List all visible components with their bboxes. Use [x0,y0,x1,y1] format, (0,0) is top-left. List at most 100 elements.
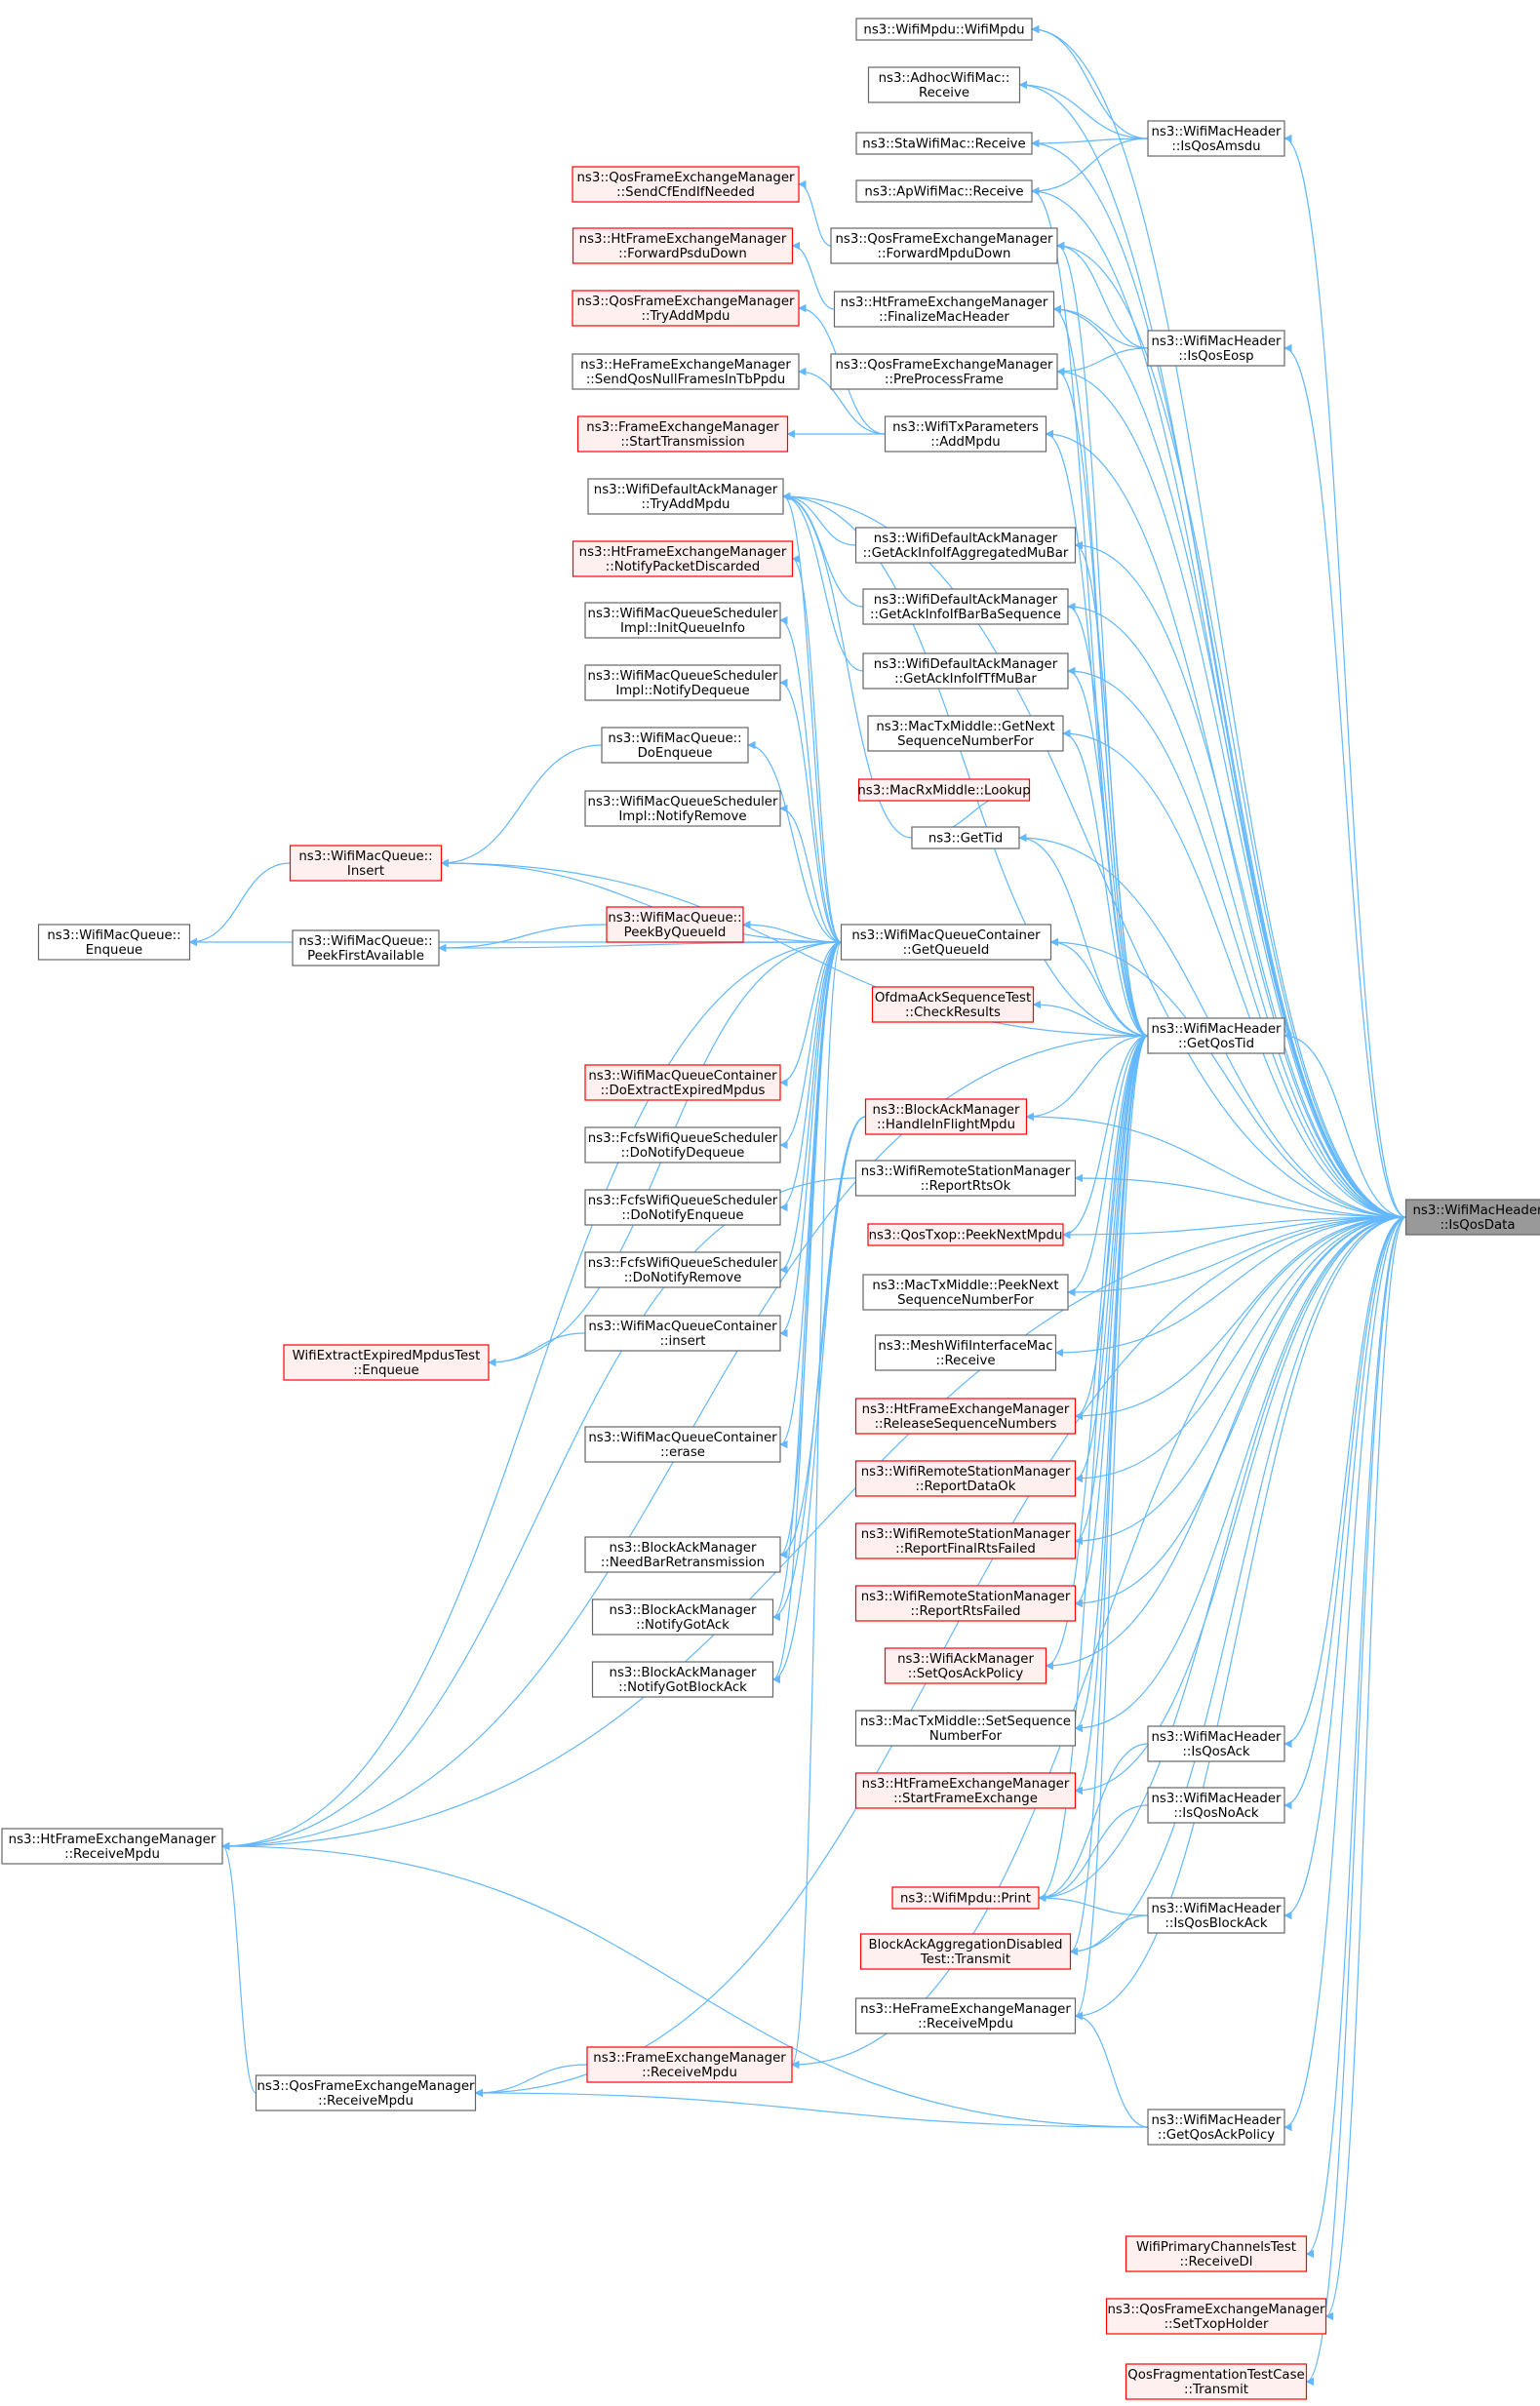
graph-node[interactable]: ns3::WifiMacQueueContainer::insert [584,1315,781,1352]
graph-node[interactable]: ns3::HtFrameExchangeManager::ReceiveMpdu [1,1828,223,1865]
node-label: ::IsQosAck [1182,1745,1250,1759]
graph-node[interactable]: ns3::MeshWifiInterfaceMac::Receive [874,1334,1057,1371]
graph-node[interactable]: ns3::WifiDefaultAckManager::GetAckInfoIf… [862,588,1069,625]
edge-n54-n29 [221,941,842,1851]
graph-node[interactable]: ns3::WifiMacQueueContainer::DoExtractExp… [584,1064,781,1101]
node-label: ns3::WifiRemoteStationManager [861,1527,1071,1542]
graph-node[interactable]: ns3::WifiMacQueueContainer::erase [584,1426,781,1463]
graph-node[interactable]: ns3::WifiMacHeader::IsQosBlockAck [1147,1897,1285,1934]
graph-node[interactable]: ns3::HtFrameExchangeManager::ForwardPsdu… [572,227,794,264]
graph-node[interactable]: ns3::WifiMacQueueSchedulerImpl::InitQueu… [584,602,781,639]
edge-n21-n63 [1062,729,1406,1218]
node-box [1147,1787,1285,1824]
edge-n46-n63 [1074,1216,1406,1546]
node-label: ns3::AdhocWifiMac:: [879,71,1010,86]
node-label: ns3::WifiMacQueueScheduler [588,607,778,621]
graph-node[interactable]: ns3::WifiMacHeader::GetQosTid [1147,1017,1285,1054]
graph-node[interactable]: ns3::QosFrameExchangeManager::ReceiveMpd… [255,2074,477,2111]
graph-node[interactable]: ns3::WifiAckManager::SetQosAckPolicy [884,1647,1047,1684]
edge-n11-n63 [1056,367,1406,1218]
graph-node[interactable]: ns3::WifiMacQueue::DoEnqueue [601,727,749,764]
edge-n14-n15 [782,492,856,546]
graph-node[interactable]: ns3::FrameExchangeManager::StartTransmis… [576,415,789,453]
graph-node[interactable]: ns3::WifiMacHeader::IsQosAmsdu [1147,120,1285,157]
graph-node[interactable]: WifiPrimaryChannelsTest::ReceiveDl [1125,2235,1308,2272]
graph-node[interactable]: ns3::BlockAckManager::HandleInFlightMpdu [864,1098,1028,1135]
graph-node[interactable]: ns3::QosFrameExchangeManager::ForwardMpd… [830,227,1058,264]
graph-node[interactable]: ns3::WifiDefaultAckManager::GetAckInfoIf… [862,652,1069,690]
graph-node[interactable]: ns3::MacTxMiddle::GetNextSequenceNumberF… [867,715,1064,752]
graph-node[interactable]: ns3::WifiRemoteStationManager::ReportRts… [854,1160,1077,1197]
node-box [854,527,1077,564]
graph-node[interactable]: ns3::ApWifiMac::Receive [855,179,1033,203]
edge-n9-n63 [1052,304,1406,1218]
graph-node[interactable]: ns3::HtFrameExchangeManager::ReleaseSequ… [854,1398,1077,1435]
graph-node[interactable]: ns3::WifiMacQueueSchedulerImpl::NotifyDe… [584,664,781,701]
node-label: ::Enqueue [353,1363,418,1378]
graph-node[interactable]: ns3::MacRxMiddle::Lookup [857,778,1031,802]
graph-node[interactable]: ns3::WifiMacQueueSchedulerImpl::NotifyRe… [584,790,781,827]
edge-n35-n63 [1074,1173,1406,1218]
graph-node[interactable]: ns3::StaWifiMac::Receive [855,132,1033,155]
node-label: ::IsQosNoAck [1173,1806,1259,1821]
graph-node[interactable]: BlockAckAggregationDisabledTest::Transmi… [859,1933,1072,1970]
graph-node[interactable]: ns3::QosFrameExchangeManager::TryAddMpdu [572,290,800,327]
node-label: ns3::WifiMacHeader [1151,1022,1282,1037]
graph-node[interactable]: ns3::QosFrameExchangeManager::SendCfEndI… [572,166,800,203]
graph-node[interactable]: ns3::WifiRemoteStationManager::ReportFin… [854,1522,1077,1559]
graph-node[interactable]: ns3::WifiMacHeader::IsQosAck [1147,1725,1285,1762]
graph-node[interactable]: ns3::HtFrameExchangeManager::NotifyPacke… [572,540,794,577]
node-label: ns3::WifiMacQueue:: [608,911,741,926]
node-box [584,1064,781,1101]
graph-node[interactable]: ns3::BlockAckManager::NotifyGotAck [591,1598,774,1636]
graph-node[interactable]: ns3::WifiMacQueue::Enqueue [37,924,191,961]
graph-node[interactable]: ns3::AdhocWifiMac::Receive [867,66,1021,103]
graph-node[interactable]: ns3::FcfsWifiQueueScheduler::DoNotifyDeq… [584,1126,781,1164]
focus-node[interactable]: ns3::WifiMacHeader::IsQosData [1404,1199,1540,1236]
node-label: ::SetQosAckPolicy [908,1667,1024,1681]
graph-node[interactable]: ns3::WifiMacQueue::Insert [289,845,443,882]
graph-node[interactable]: ns3::WifiMacHeader::IsQosEosp [1147,330,1285,367]
graph-node[interactable]: ns3::WifiMpdu::Print [891,1886,1040,1910]
node-box [1147,330,1285,367]
graph-node[interactable]: ns3::BlockAckManager::NotifyGotBlockAck [591,1661,774,1698]
graph-node[interactable]: WifiExtractExpiredMpdusTest::Enqueue [283,1344,490,1381]
graph-node[interactable]: ns3::FcfsWifiQueueScheduler::DoNotifyEnq… [584,1189,781,1226]
graph-node[interactable]: ns3::HeFrameExchangeManager::SendQosNull… [572,353,800,390]
node-box [1147,1725,1285,1762]
graph-node[interactable]: ns3::WifiMacQueue::PeekFirstAvailable [292,929,440,966]
graph-node[interactable]: ns3::WifiMacHeader::GetQosAckPolicy [1147,2109,1285,2146]
node-box [584,1189,781,1226]
graph-node[interactable]: ns3::HeFrameExchangeManager::ReceiveMpdu [854,1997,1077,2034]
graph-node[interactable]: ns3::WifiMpdu::WifiMpdu [855,18,1033,41]
graph-node[interactable]: ns3::QosFrameExchangeManager::PreProcess… [830,353,1058,390]
graph-node[interactable]: ns3::FrameExchangeManager::ReceiveMpdu [586,2046,793,2083]
node-box [830,353,1058,390]
graph-node[interactable]: ns3::WifiRemoteStationManager::ReportRts… [854,1585,1077,1622]
node-box [584,790,781,827]
graph-node[interactable]: ns3::WifiDefaultAckManager::GetAckInfoIf… [854,527,1077,564]
graph-node[interactable]: ns3::WifiMacHeader::IsQosNoAck [1147,1787,1285,1824]
graph-node[interactable]: ns3::QosFrameExchangeManager::SetTxopHol… [1105,2298,1327,2335]
graph-node[interactable]: ns3::MacTxMiddle::PeekNextSequenceNumber… [862,1274,1069,1311]
graph-node[interactable]: ns3::WifiRemoteStationManager::ReportDat… [854,1460,1077,1497]
graph-node[interactable]: ns3::GetTid [911,826,1020,849]
graph-node[interactable]: QosFragmentationTestCase::Transmit [1125,2363,1308,2400]
node-label: ns3::MeshWifiInterfaceMac [878,1339,1052,1354]
edge-n33-n62 [1025,1035,1149,1122]
graph-node[interactable]: ns3::QosTxop::PeekNextMpdu [867,1223,1064,1246]
graph-node[interactable]: ns3::WifiMacQueue::PeekByQueueId [606,906,744,943]
graph-node[interactable]: OfdmaAckSequenceTest::CheckResults [871,986,1035,1023]
graph-node[interactable]: ns3::BlockAckManager::NeedBarRetransmiss… [584,1536,781,1573]
node-label: ::StartFrameExchange [893,1792,1038,1806]
graph-node[interactable]: ns3::WifiMacQueueContainer::GetQueueId [840,924,1052,961]
edge-n14-n29 [782,492,842,943]
graph-node[interactable]: ns3::WifiTxParameters::AddMpdu [884,415,1047,453]
graph-node[interactable]: ns3::FcfsWifiQueueScheduler::DoNotifyRem… [584,1251,781,1288]
graph-node[interactable]: ns3::HtFrameExchangeManager::StartFrameE… [854,1772,1077,1809]
graph-node[interactable]: ns3::HtFrameExchangeManager::FinalizeMac… [833,291,1055,328]
edge-n43-n63 [1074,1216,1406,1421]
edge-n43-n62 [1074,1035,1149,1421]
graph-node[interactable]: ns3::WifiDefaultAckManager::TryAddMpdu [587,478,784,515]
